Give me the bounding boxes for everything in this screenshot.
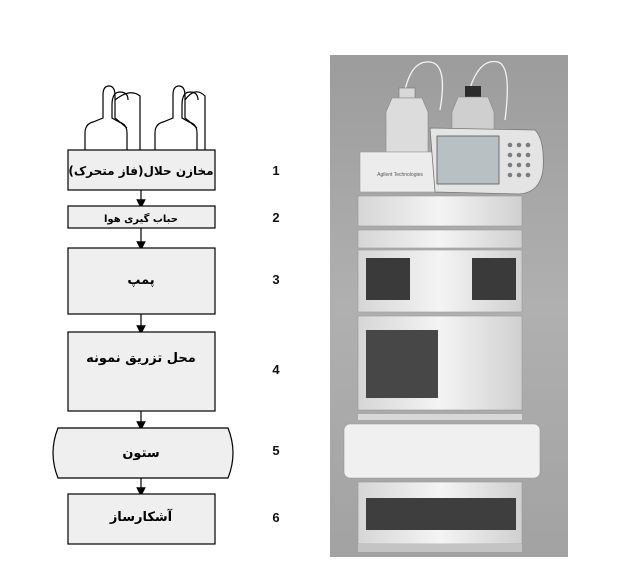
box-solvent-reservoir (67, 149, 216, 191)
step-number-3: 3 (272, 272, 279, 287)
box-label-4: محل تزریق نمونه (86, 351, 196, 366)
box-detector (67, 493, 216, 545)
brand-text: Agilent Technologies (377, 172, 423, 178)
solvent-bottles-icon (84, 85, 206, 150)
box-label-2: حباب گیری هوا (104, 212, 178, 225)
box-label-3: پمپ (127, 273, 154, 288)
box-label-6: آشکارساز (109, 508, 173, 525)
box-label-1: مخازن حلال(فاز متحرک) (68, 164, 213, 178)
hplc-instrument-photo: Agilent Technologies (330, 55, 568, 557)
step-number-1: 1 (272, 163, 279, 178)
step-number-2: 2 (272, 210, 279, 225)
step-number-6: 6 (272, 510, 279, 525)
box-column (52, 427, 234, 479)
box-label-5: ستون (122, 446, 159, 461)
step-number-5: 5 (272, 443, 279, 458)
box-injector (67, 331, 216, 412)
step-number-4: 4 (272, 362, 280, 377)
control-module-icon (429, 127, 544, 195)
